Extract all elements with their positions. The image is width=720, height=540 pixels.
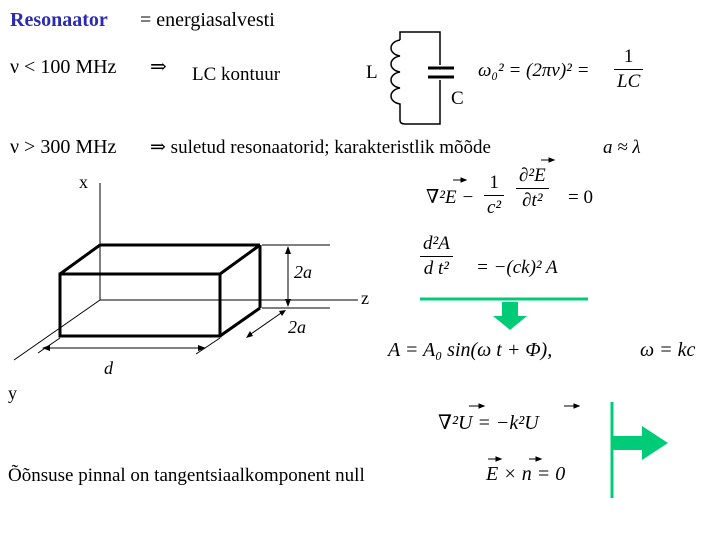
- ode-rhs: = −(ck)² A: [476, 257, 558, 278]
- box-front-face: [58, 272, 222, 338]
- high-relation: a ≈ λ: [603, 137, 641, 158]
- inductor-coil: [390, 39, 401, 107]
- high-condition: ν > 300 MHz: [10, 136, 117, 158]
- dim-width-label: 2a: [288, 317, 306, 337]
- arrow-down-icon: [493, 302, 527, 330]
- wave-eq-rhs: = 0: [568, 187, 593, 208]
- solution-eq: A = A₀ sin(ω t + Φ),: [388, 339, 553, 361]
- dimension-lines: [37, 244, 330, 355]
- omega-formula-denominator: LC: [617, 70, 641, 92]
- arrow-right-icon: [642, 426, 668, 460]
- lc-condition: ν < 100 MHz: [10, 56, 117, 78]
- title-definition: = energiasalvesti: [140, 9, 275, 31]
- circuit-wire: [399, 80, 441, 125]
- lc-circuit: [390, 31, 454, 125]
- wave-eq-lhs: ∇²E −: [426, 187, 475, 208]
- wave-eq-fraction-1: 1 c²: [484, 172, 505, 219]
- cavity-box: [58, 243, 262, 338]
- circuit-wire-top: [399, 31, 441, 65]
- green-arrow-down: [420, 297, 588, 330]
- high-text: ⇒ suletud resonaatorid; karakteristlik m…: [150, 137, 491, 158]
- dim-width-line: [247, 310, 285, 337]
- dim-length-label: d: [104, 358, 113, 378]
- axis-y-label: y: [8, 383, 17, 403]
- lc-implies: ⇒: [150, 56, 167, 78]
- vector-hats: [453, 157, 581, 462]
- capacitor-label: C: [451, 88, 464, 109]
- axis-y-line: [13, 299, 101, 361]
- lc-label: LC kontuur: [192, 64, 281, 85]
- omega-formula-lhs: ω₀² = (2πν)² =: [478, 60, 590, 81]
- box-top-left-edge: [59, 243, 101, 276]
- dispersion-eq: ω = kc: [640, 339, 696, 361]
- ode-fraction: d²A d t²: [420, 233, 453, 280]
- green-arrow-right: [610, 402, 668, 498]
- axes: [13, 183, 358, 361]
- page-title: Resonaator: [10, 9, 108, 31]
- wave-eq-fraction-2: ∂²E ∂t²: [516, 165, 549, 212]
- boundary-text: Õõnsuse pinnal on tangentsiaalkomponent …: [8, 465, 365, 486]
- axis-z-label: z: [361, 288, 369, 308]
- omega-formula-fraction: 1 LC: [614, 46, 644, 93]
- inductor-label: L: [366, 62, 378, 83]
- box-top-right-edge: [219, 243, 261, 276]
- boundary-eq: E × n = 0: [486, 463, 566, 485]
- omega-formula-numerator: 1: [623, 46, 634, 67]
- dim-height-label: 2a: [294, 262, 312, 282]
- box-bottom-right-edge: [219, 306, 261, 338]
- axis-x-label: x: [79, 172, 88, 192]
- helmholtz-eq: ∇²U = −k²U: [438, 412, 539, 434]
